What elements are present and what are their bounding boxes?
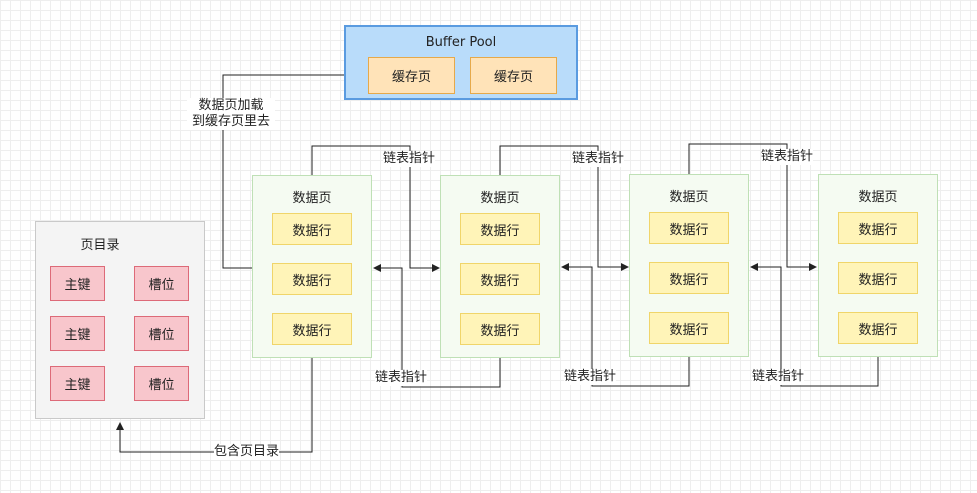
load-to-cache-label-line1: 数据页加载 [198, 98, 264, 113]
data-row: 数据行 [460, 213, 540, 245]
load-to-cache-connector [222, 71, 368, 269]
contains-directory-label: 包含页目录 [214, 444, 280, 460]
load-to-cache-label-line2: 到缓存页里去 [191, 114, 270, 129]
slot-box: 槽位 [134, 316, 189, 351]
slot-box: 槽位 [134, 366, 189, 401]
slot-box: 槽位 [134, 266, 189, 301]
next-pointer-label: 链表指针 [761, 149, 814, 165]
next-pointer-connector [311, 145, 440, 272]
data-page-title: 数据页 [292, 191, 332, 206]
prev-pointer-label: 链表指针 [564, 369, 617, 385]
data-page-title: 数据页 [480, 191, 520, 206]
data-row: 数据行 [272, 213, 352, 245]
data-row: 数据行 [838, 212, 918, 244]
next-pointer-label: 链表指针 [572, 151, 625, 167]
prev-pointer-label: 链表指针 [375, 370, 428, 386]
data-page-title: 数据页 [669, 190, 709, 205]
primary-key-box: 主键 [50, 266, 105, 301]
load-to-cache-label: 数据页加载 到缓存页里去 [187, 98, 275, 130]
data-row: 数据行 [838, 262, 918, 294]
next-pointer-connector [688, 143, 817, 271]
data-page-title: 数据页 [858, 190, 898, 205]
data-row: 数据行 [649, 212, 729, 244]
next-pointer-connector [499, 145, 629, 271]
data-row: 数据行 [460, 263, 540, 295]
cache-page: 缓存页 [470, 57, 557, 94]
data-row: 数据行 [649, 262, 729, 294]
prev-pointer-connector [750, 263, 879, 387]
primary-key-box: 主键 [50, 366, 105, 401]
data-row: 数据行 [838, 312, 918, 344]
data-row: 数据行 [649, 312, 729, 344]
page-directory-title: 页目录 [80, 238, 120, 253]
cache-page: 缓存页 [368, 57, 455, 94]
data-row: 数据行 [272, 313, 352, 345]
data-row: 数据行 [460, 313, 540, 345]
data-row: 数据行 [272, 263, 352, 295]
primary-key-box: 主键 [50, 316, 105, 351]
prev-pointer-connector [373, 264, 501, 388]
buffer-pool-title: Buffer Pool [425, 35, 497, 50]
prev-pointer-label: 链表指针 [752, 369, 805, 385]
next-pointer-label: 链表指针 [383, 151, 436, 167]
prev-pointer-connector [561, 263, 690, 387]
